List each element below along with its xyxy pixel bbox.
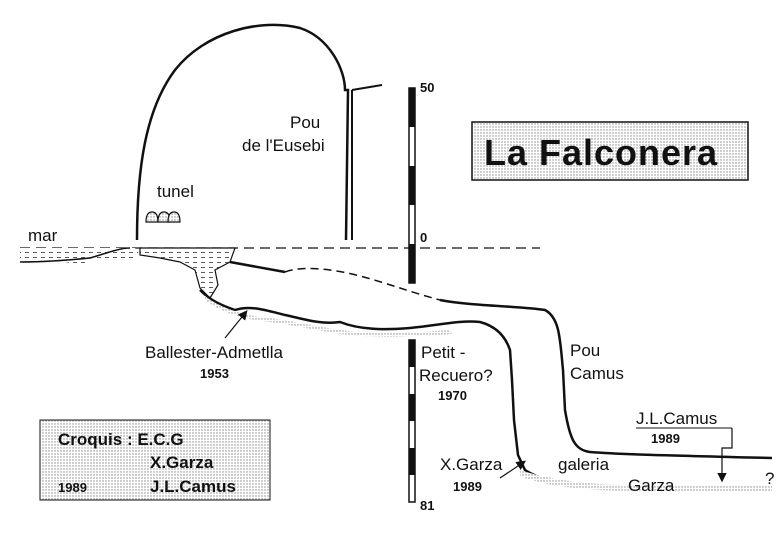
arrow-ballester [224,310,248,339]
scale-bar-bottom [408,339,416,503]
seabed [19,247,131,263]
label-mar: mar [28,226,58,245]
label-galeria: galeria [558,455,610,474]
label-tunel: tunel [157,182,194,201]
credits-box [39,419,271,501]
sea-water [20,248,140,265]
arrow-xgarza [499,460,526,479]
label-pou-eusebi-1: Pou [290,113,320,132]
cave-ceiling [229,260,773,460]
label-pou-camus-1: Pou [570,341,600,360]
label-xgarza-year: 1989 [453,479,482,494]
cave-ceiling-dashed [284,267,441,301]
tunnel-openings [145,211,181,223]
cliff-outline [135,23,350,241]
label-petit-1: Petit - [421,343,465,362]
scale-bottom-label: 81 [420,498,434,513]
entrance-water [139,247,236,299]
title-box [471,121,749,181]
diagram-title: La Falconera [484,132,718,173]
label-xgarza: X.Garza [440,455,503,474]
credits-croquis: Croquis : E.C.G [58,430,184,449]
scale-zero-label: 0 [420,230,427,245]
galeria-garza-floor [520,470,772,492]
credits-line2: X.Garza [150,453,214,472]
label-question: ? [765,469,774,488]
credits-line3: J.L.Camus [150,477,236,496]
label-pou-camus-2: Camus [570,364,624,383]
credits-year: 1989 [58,480,87,495]
label-garza: Garza [628,476,675,495]
label-petit-year: 1970 [438,388,467,403]
label-ballester-year: 1953 [200,366,229,381]
label-jl-camus: J.L.Camus [636,409,717,428]
cave-floor-sediment [205,296,452,337]
label-ballester: Ballester-Admetlla [145,343,283,362]
eusebi-shaft-right [351,84,383,240]
scale-bar-top [408,87,416,284]
arrow-jl-camus [717,428,733,483]
label-jl-camus-year: 1989 [651,431,680,446]
label-petit-2: Recuero? [419,366,493,385]
scale-top-label: 50 [420,80,434,95]
label-pou-eusebi-2: de l'Eusebi [242,136,325,155]
